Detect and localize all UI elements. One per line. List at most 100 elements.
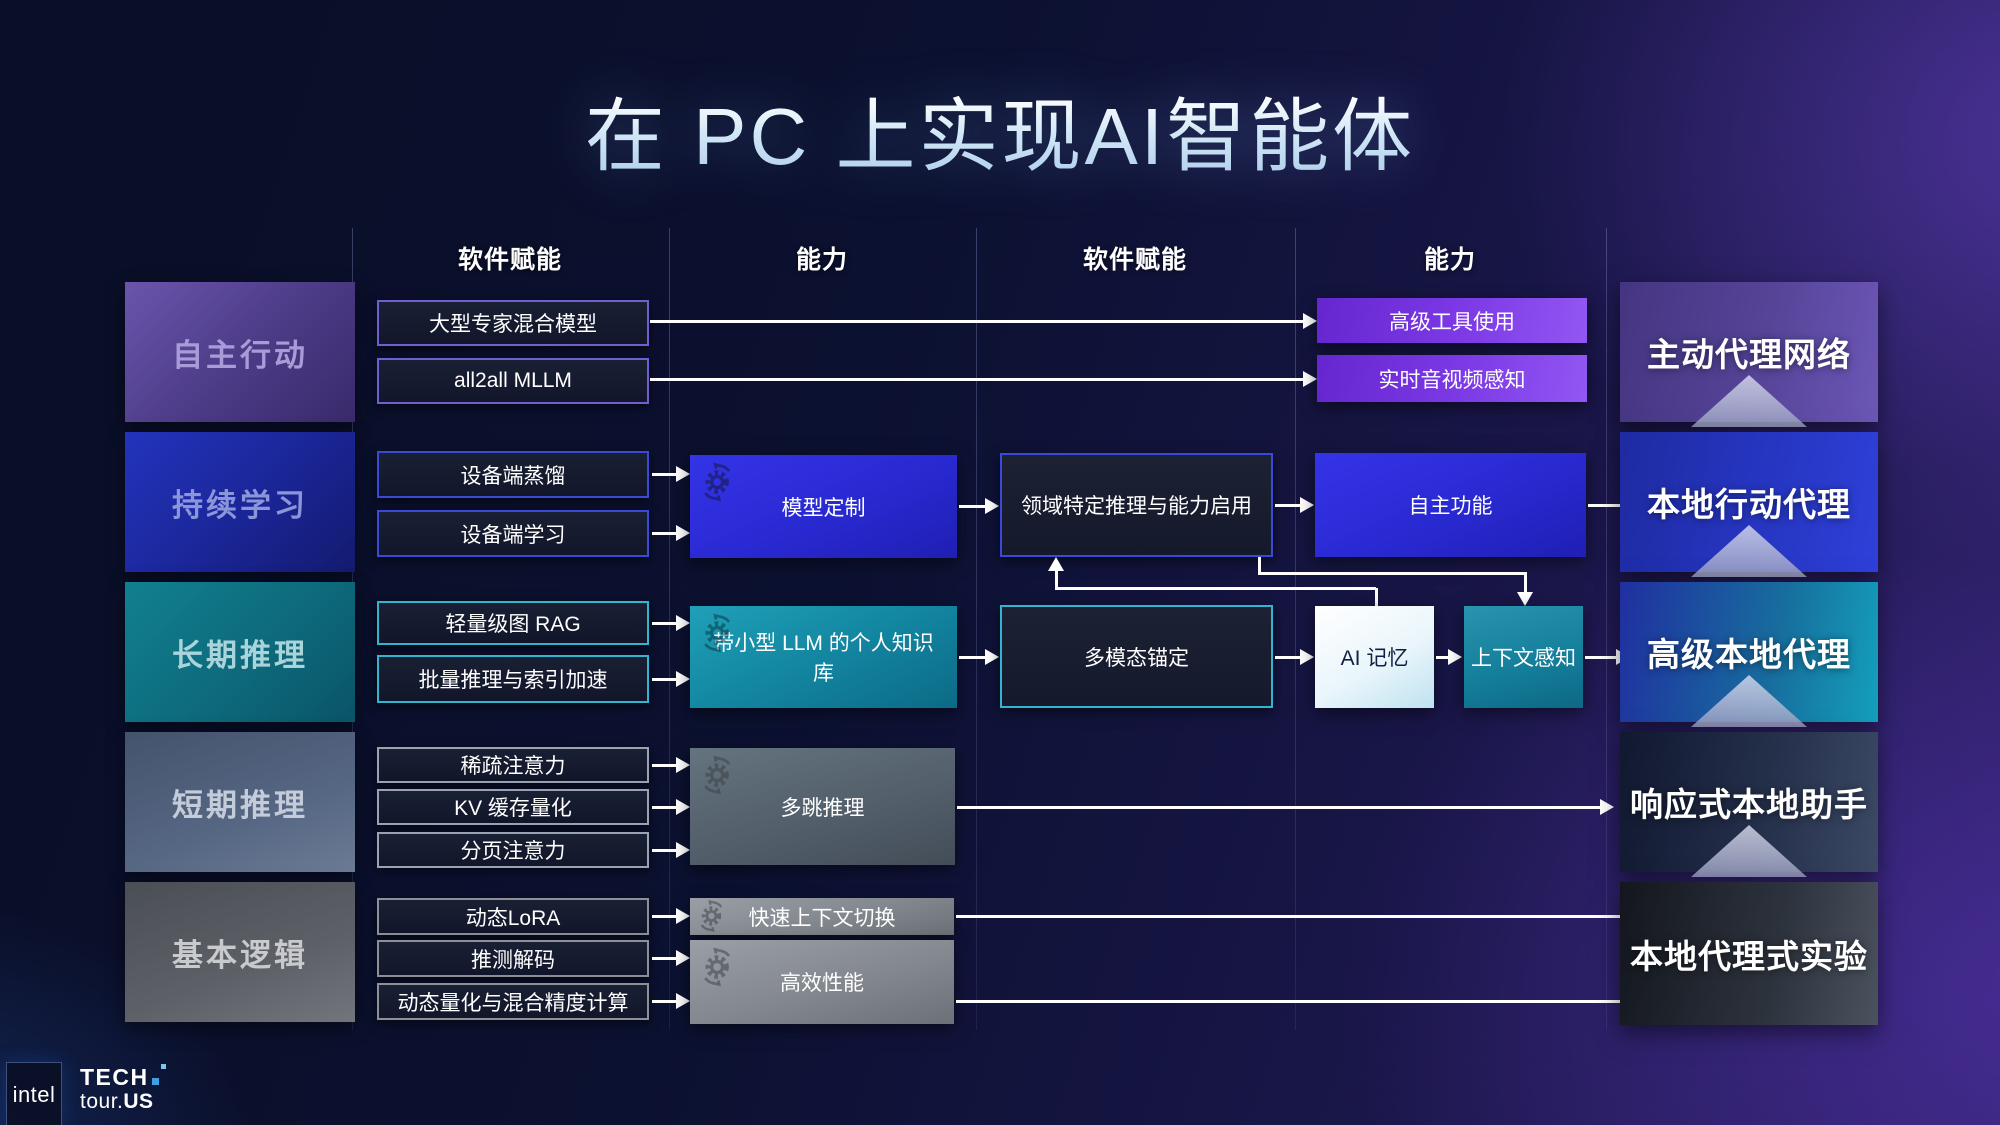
capability-model-customization: 模型定制 [690,455,957,558]
capability-personal-knowledge-base: 带小型 LLM 的个人知识库 [690,606,957,708]
slide-title: 在 PC 上实现AI智能体 [0,72,2000,188]
arrow-line [652,677,678,681]
capability-fast-context-switching: 快速上下文切换 [690,898,954,935]
arrow-line [957,805,1602,809]
tech-text: TECH [80,1064,149,1090]
row-label-basic-logic: 基本逻辑 [125,882,355,1022]
arrow-line [959,504,987,508]
enabler-large-expert-moe: 大型专家混合模型 [377,300,649,346]
arrow-line [650,377,1303,381]
arrow-head [676,908,690,924]
enabler-paged-attention: 分页注意力 [377,832,649,868]
column-header-capability-1: 能力 [795,246,849,274]
arrow-head [676,671,690,687]
outcome-responsive-local-assistant: 响应式本地助手 [1620,732,1878,872]
midstage-multimodal-grounding: 多模态锚定 [1000,605,1273,708]
arrow-line [652,531,678,535]
grid-line [976,228,977,1030]
grid-line [669,228,670,1030]
arrow-head [1300,497,1314,513]
arrow-line [1275,503,1302,507]
us-text: US [123,1090,154,1113]
arrow-line [650,319,1303,323]
connector-line [1523,571,1527,593]
row-label-continuous-learning: 持续学习 [125,432,355,572]
techtour-logo-line1: TECH [80,1064,166,1090]
techtour-logo: TECH tour.US [80,1064,166,1112]
intel-logo-text: intel [12,1081,56,1107]
capability-context-awareness: 上下文感知 [1464,606,1583,708]
arrow-head [676,799,690,815]
connector-arrow-up [1048,557,1064,571]
arrow-head [676,757,690,773]
arrow-line [652,914,678,918]
connector-line [1054,586,1376,590]
connector-line [1257,571,1527,575]
techtour-logo-line2: tour.US [80,1091,159,1112]
capability-ai-memory: AI 记忆 [1315,606,1434,708]
arrow-line [1585,655,1618,659]
arrow-line [652,999,678,1003]
arrow-line [956,999,1622,1003]
row-label-autonomous-action: 自主行动 [125,282,355,422]
grid-line [1295,228,1296,1030]
column-header-software-enablement-2: 软件赋能 [1082,246,1188,274]
outcome-advanced-local-agent: 高级本地代理 [1620,582,1878,722]
intel-logo: intel [6,1062,62,1125]
arrow-head [1303,371,1317,387]
capability-efficient-performance: 高效性能 [690,940,954,1024]
row-label-short-term-reasoning: 短期推理 [125,732,355,872]
capability-multi-hop-reasoning: 多跳推理 [690,748,955,865]
capability-autonomous-functions: 自主功能 [1315,453,1586,557]
enabler-on-device-distillation: 设备端蒸馏 [377,451,649,498]
arrow-head [676,615,690,631]
connector-line [1054,570,1058,588]
arrow-line [1588,503,1622,507]
connector-arrow-down [1517,592,1533,606]
column-header-software-enablement-1: 软件赋能 [457,246,563,274]
outcome-local-agentic-experiments: 本地代理式实验 [1620,882,1878,1025]
gear-cycle-icon [696,459,742,505]
enabler-dynamic-lora: 动态LoRA [377,898,649,935]
arrow-line [959,655,987,659]
row-label-long-term-reasoning: 长期推理 [125,582,355,722]
enabler-all2all-mllm: all2all MLLM [377,358,649,404]
arrow-line [1436,655,1449,659]
grid-line [1606,228,1607,1030]
connector-line [1374,588,1378,606]
arrow-head [676,842,690,858]
gear-cycle-icon [696,610,742,656]
arrow-head [1600,799,1614,815]
arrow-line [652,956,678,960]
enabler-lightweight-graph-rag: 轻量级图 RAG [377,601,649,645]
arrow-head [676,466,690,482]
arrow-line [652,763,678,767]
arrow-head [676,993,690,1009]
enabler-batch-inference-index-accel: 批量推理与索引加速 [377,655,649,703]
arrow-head [1448,649,1462,665]
capability-advanced-tool-use: 高级工具使用 [1317,298,1587,343]
arrow-line [956,914,1622,918]
gear-cycle-icon [696,752,742,798]
arrow-line [1275,655,1302,659]
enabler-kv-cache-quantization: KV 缓存量化 [377,789,649,825]
column-header-capability-2: 能力 [1423,246,1477,274]
arrow-head [985,498,999,514]
arrow-line [652,621,678,625]
midstage-domain-specific-reasoning: 领域特定推理与能力启用 [1000,453,1273,557]
gear-cycle-icon [694,897,732,935]
arrow-line [652,805,678,809]
tour-text: tour. [80,1090,124,1113]
arrow-head [985,649,999,665]
gear-cycle-icon [696,944,742,990]
capability-realtime-av-perception: 实时音视频感知 [1317,355,1587,402]
arrow-head [1300,649,1314,665]
enabler-speculative-decoding: 推测解码 [377,940,649,977]
enabler-dynamic-quant-mixed-precision: 动态量化与混合精度计算 [377,983,649,1020]
blue-square-small-icon [160,1064,166,1069]
arrow-line [652,848,678,852]
connector-line [1257,557,1261,574]
arrow-head [1303,313,1317,329]
enabler-on-device-learning: 设备端学习 [377,510,649,557]
